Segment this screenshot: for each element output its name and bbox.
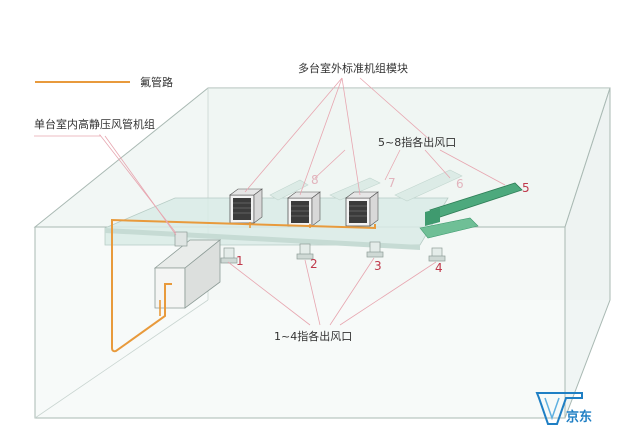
leader-lines [99,77,506,326]
legend-pipe-label: 氟管路 [140,75,173,89]
duct-green-end [425,208,440,226]
room-floor-edge [34,299,209,419]
outdoor-module-1 [229,188,263,224]
outdoor-module-3 [345,191,379,227]
duct-branch-8 [269,179,309,201]
label-outdoor-modules: 多台室外标准机组模块 [298,61,408,75]
outlet-number-8: 8 [311,173,319,187]
outlet-number-5: 5 [522,181,530,195]
refrigerant-pipe [111,218,376,353]
refrigerant-pipe-branches [159,222,311,316]
brand-logo: 京东 [535,392,592,425]
outlet-number-4: 4 [435,261,443,275]
indoor-unit-leader [34,133,177,234]
outlet-stub-2 [296,243,314,260]
outlet-number-7: 7 [388,176,396,190]
label-outlets-1-4: 1~4指各出风口 [274,329,352,343]
label-indoor-unit: 单台室内高静压风管机组 [34,117,155,131]
room-right-wall [564,87,611,419]
outlet-number-2: 2 [310,257,318,271]
indoor-unit [153,231,222,309]
outlet-number-6: 6 [456,177,464,191]
duct-green-down [419,217,479,239]
outlet-stub-4 [428,247,446,262]
brand-logo-text: 京东 [566,409,592,425]
outlet-stub-3 [366,241,384,258]
label-outlets-5-8: 5~8指各出风口 [378,135,456,149]
duct-branch-6 [394,169,463,202]
duct-branch-7 [329,177,381,201]
outlet-number-1: 1 [236,254,244,268]
outlet-number-3: 3 [374,259,382,273]
outdoor-module-2 [287,191,321,227]
